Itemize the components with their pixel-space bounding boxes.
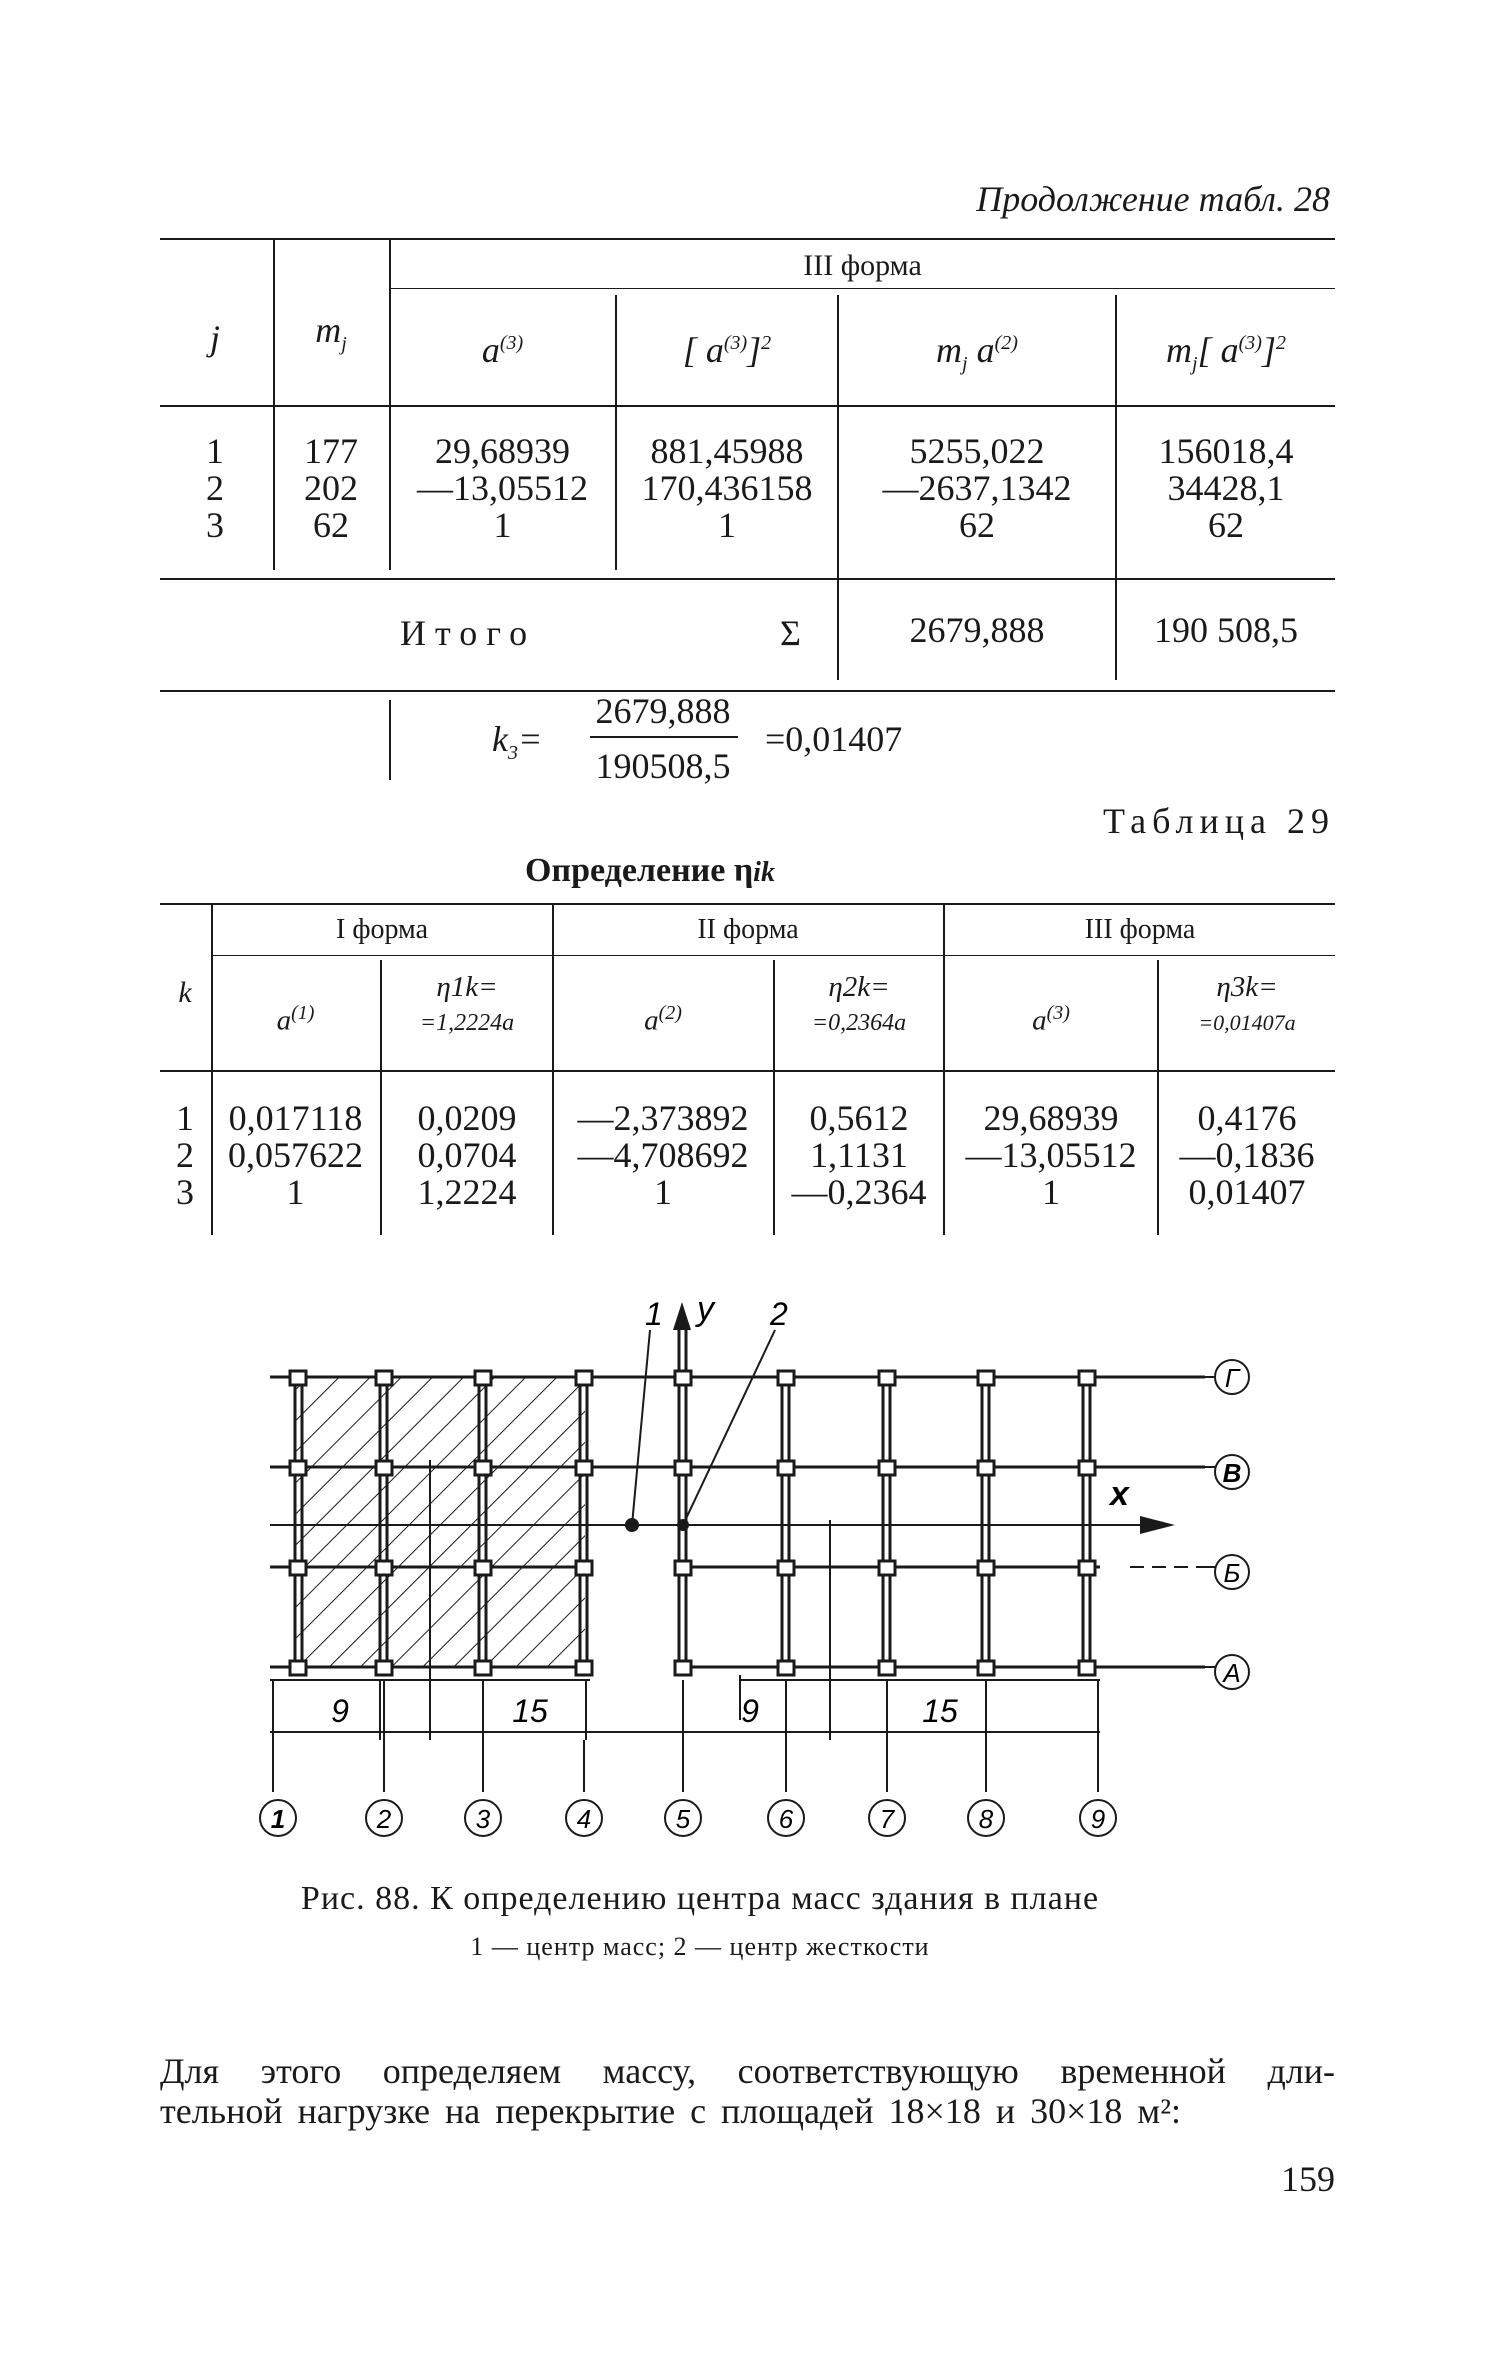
table29-row3-a1: 1	[286, 1172, 305, 1212]
marker-1-label: 1	[645, 1296, 663, 1332]
table28-row3-m: 62	[313, 505, 349, 545]
row-label-V: В	[1223, 1458, 1242, 1488]
table28-header-a3-squared: [ a(3)]2	[682, 330, 772, 370]
table28-row1-ma2: 5255,022	[909, 431, 1045, 471]
formula-lhs: k3=	[492, 719, 543, 765]
col-label-9: 9	[1091, 1804, 1105, 1834]
table29-header-a1: a(1)	[276, 1002, 315, 1037]
table28-row3-a3: 1	[493, 505, 512, 545]
table29-header-eta2: η2k==0,2364a	[811, 971, 907, 1036]
table28-row2-a3: —13,05512	[417, 468, 588, 508]
col-label-6: 6	[779, 1804, 794, 1834]
table28-row2-m: 202	[304, 468, 358, 508]
table28-header-m-a2: mj a(2)	[936, 330, 1018, 376]
row-label-A: А	[1221, 1658, 1240, 1688]
col-label-2: 2	[376, 1804, 392, 1834]
table29-group-II: II форма	[697, 914, 799, 945]
dim-9-left: 9	[331, 1693, 349, 1729]
x-axis-arrow	[1140, 1516, 1175, 1534]
table29-group-III: III форма	[1084, 914, 1196, 945]
col-label-5: 5	[676, 1804, 691, 1834]
table28-row1-a3: 29,68939	[435, 431, 570, 471]
table28-total-ma2: 2679,888	[909, 610, 1045, 650]
table29-row1-a2: —2,373892	[577, 1098, 749, 1138]
x-axis-label: x	[1108, 1475, 1131, 1513]
table28-header-m-a3-squared: mj[ a(3)]2	[1166, 330, 1286, 376]
table28-row3-ma2: 62	[959, 505, 995, 545]
table29-row1-k: 1	[176, 1098, 194, 1138]
table29-row2-a3: —13,05512	[965, 1135, 1137, 1175]
table28-row1-a3sq: 881,45988	[650, 431, 804, 471]
formula-result: =0,01407	[765, 719, 903, 759]
body-text-line-2: тельной нагрузке на перекрытие с площаде…	[160, 2091, 1181, 2131]
col-label-1: 1	[271, 1804, 285, 1834]
table29-row1-e1: 0,0209	[417, 1098, 517, 1138]
table29-header-a2: a(2)	[644, 1002, 682, 1037]
table28-row1-ma3sq: 156018,4	[1158, 431, 1294, 471]
table28-row2-j: 2	[206, 468, 224, 508]
body-text-line-1: Для этого определяем массу, соответствую…	[160, 2051, 1335, 2091]
table28-row1-j: 1	[206, 431, 224, 471]
table28-row2-ma3sq: 34428,1	[1167, 468, 1285, 508]
table28-total-ma3sq: 190 508,5	[1154, 610, 1298, 650]
table29-title: Определение ηik	[525, 852, 775, 889]
table29-row1-a3: 29,68939	[983, 1098, 1119, 1138]
table29-row2-e3: —0,1836	[1179, 1135, 1315, 1175]
table29-label: Таблица 29	[1103, 801, 1335, 841]
table29-row1-a1: 0,017118	[228, 1098, 363, 1138]
page-number: 159	[1281, 2159, 1335, 2199]
y-axis-arrow	[673, 1302, 691, 1330]
table28-group-header: III форма	[803, 249, 922, 282]
table28-row3-ma3sq: 62	[1208, 505, 1244, 545]
table29-row3-a3: 1	[1042, 1172, 1060, 1212]
col-label-8: 8	[979, 1804, 994, 1834]
table28-row3-a3sq: 1	[718, 505, 736, 545]
table29-row2-e1: 0,0704	[417, 1135, 517, 1175]
table28-row3-j: 3	[206, 505, 224, 545]
continuation-label: Продолжение табл. 28	[976, 179, 1330, 219]
table29-row3-e2: —0,2364	[791, 1172, 927, 1212]
table29-row2-a2: —4,708692	[577, 1135, 749, 1175]
table29-header-eta1: η1k==1,2224a	[419, 971, 515, 1036]
table29-row3-a2: 1	[654, 1172, 672, 1212]
row-label-B: Б	[1224, 1558, 1241, 1588]
table29-row2-e2: 1,1131	[810, 1135, 908, 1175]
row-label-G: Г	[1225, 1363, 1241, 1393]
dim-15-right: 15	[922, 1693, 958, 1729]
formula-denominator: 190508,5	[595, 746, 731, 786]
dim-9-right: 9	[741, 1693, 759, 1729]
marker-2-label: 2	[769, 1296, 788, 1332]
table29-row1-e2: 0,5612	[809, 1098, 909, 1138]
table28-row2-ma2: —2637,1342	[882, 468, 1072, 508]
table29-row3-e1: 1,2224	[417, 1172, 517, 1212]
hatched-area	[295, 1377, 585, 1667]
table29-group-I: I форма	[336, 914, 428, 945]
table29-row3-e3: 0,01407	[1188, 1172, 1306, 1212]
table28-sigma: Σ	[780, 613, 801, 653]
table28-header-a3: a(3)	[481, 330, 524, 370]
table29-header-eta3: η3k==0,01407a	[1198, 971, 1296, 1035]
table28-row2-a3sq: 170,436158	[641, 468, 813, 508]
figure-caption: Рис. 88. К определению центра масс здани…	[300, 1880, 1100, 1917]
table28-row1-m: 177	[304, 431, 358, 471]
table29-row2-a1: 0,057622	[228, 1135, 363, 1175]
col-label-3: 3	[476, 1804, 491, 1834]
dim-15-left: 15	[512, 1693, 548, 1729]
col-label-4: 4	[577, 1804, 591, 1834]
formula-numerator: 2679,888	[595, 691, 731, 731]
table29-row2-k: 2	[176, 1135, 194, 1175]
table29-row3-k: 3	[176, 1172, 194, 1212]
table29-header-k: k	[178, 976, 192, 1009]
building-plan-figure: 1 2 y x Г В Б А 9 15 9 15	[259, 1290, 1250, 1837]
figure-legend: 1 — центр масс; 2 — центр жесткости	[470, 1932, 930, 1961]
table29-row1-e3: 0,4176	[1197, 1098, 1297, 1138]
table28-header-j: j	[209, 318, 220, 358]
table28-total-label: Итого	[400, 613, 537, 653]
y-axis-label: y	[695, 1290, 716, 1328]
table29-header-a3: a(3)	[1032, 1002, 1070, 1037]
col-label-7: 7	[880, 1804, 896, 1834]
table28-header-m: mj	[315, 310, 347, 356]
